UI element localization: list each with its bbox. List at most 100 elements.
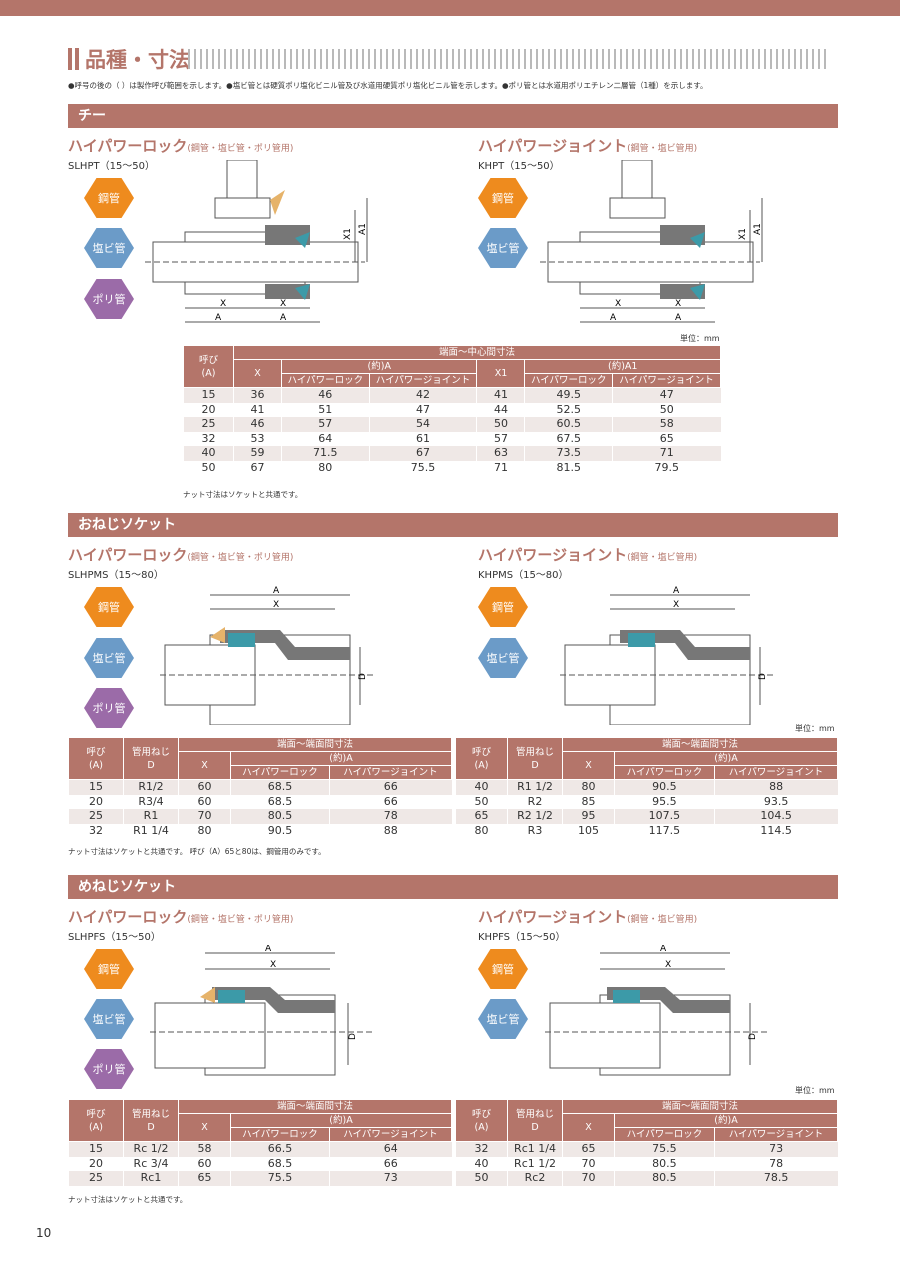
page-heading: 品種・寸法 (85, 48, 190, 72)
dim-label: X1 (738, 228, 748, 240)
dim-label: A (280, 313, 287, 323)
table-cell: 70 (178, 809, 231, 824)
table-cell: 67 (233, 460, 282, 475)
table-cell: 58 (612, 417, 721, 432)
tee-joint-drawing: X X A A X1 A1 (540, 160, 763, 323)
tag-pvc-pipe: 塩ビ管 (478, 228, 528, 268)
dim-label: D (358, 673, 368, 680)
table-cell: 50 (455, 794, 508, 809)
table-cell: R2 1/2 (507, 809, 563, 824)
table-cell: 105 (562, 823, 615, 838)
table-cell: 71.5 (281, 446, 370, 461)
tee-dimension-table: 呼び (A) 端面〜中心間寸法 X (約)A X1 (約)A1 ハイパワーロック… (183, 345, 721, 475)
col-header: ハイパワージョイント (713, 765, 839, 780)
dim-label: X1 (343, 228, 353, 240)
dim-label: A (673, 586, 680, 596)
table-cell: 80.5 (614, 1171, 715, 1186)
table-cell: 68.5 (230, 794, 330, 809)
table-cell: 80 (178, 823, 231, 838)
table-cell: 73.5 (524, 446, 613, 461)
page-title: 品種・寸法 (68, 44, 196, 74)
col-header: (約)A (280, 359, 478, 374)
col-header: ハイパワージョイント (328, 765, 453, 780)
dim-label: A (660, 945, 667, 954)
table-cell: 80 (281, 460, 370, 475)
col-header: ハイパワーロック (230, 1127, 330, 1142)
table-cell: 66 (328, 1156, 452, 1171)
table-cell: 80.5 (230, 809, 330, 824)
table-cell: 95 (562, 809, 615, 824)
col-header: 呼び (A) (68, 1099, 124, 1142)
col-header: 管用ねじ D (123, 1099, 179, 1142)
table-cell: 95.5 (614, 794, 715, 809)
col-header: 管用ねじ D (507, 737, 563, 780)
table-cell: 40 (455, 1156, 508, 1171)
col-header: X (562, 751, 615, 780)
table-cell: 60 (178, 794, 231, 809)
male-socket-table-right: 呼び (A) 管用ねじ D 端面〜端面間寸法 X (約)A ハイパワーロック ハ… (455, 737, 839, 838)
tag-pvc-pipe: 塩ビ管 (478, 999, 528, 1039)
table-cell: 41 (476, 387, 525, 403)
table-cell: 88 (713, 779, 838, 795)
table-cell: 50 (183, 460, 234, 475)
col-header: 端面〜端面間寸法 (562, 1099, 838, 1114)
page-number: 10 (36, 1226, 52, 1240)
dim-label: D (748, 1033, 758, 1040)
model-code: KHPMS（15〜80） (478, 570, 569, 581)
table-cell: 117.5 (614, 823, 715, 838)
col-header: ハイパワージョイント (612, 373, 721, 388)
table-cell: 90.5 (614, 779, 715, 795)
table-cell: R2 (507, 794, 563, 809)
col-header: (約)A (614, 751, 838, 766)
col-header: ハイパワーロック (614, 765, 715, 780)
table-cell: 50 (455, 1171, 508, 1186)
table-cell: Rc1 1/2 (507, 1156, 563, 1171)
table-cell: Rc2 (507, 1171, 563, 1186)
section-header-female-socket: めねじソケット (68, 875, 838, 899)
female-socket-joint-drawing: A X D (545, 945, 770, 1076)
tag-poly-pipe: ポリ管 (84, 1049, 134, 1089)
table-cell: 44 (476, 402, 525, 417)
dim-label: A (215, 313, 222, 323)
tag-steel-pipe: 鋼管 (84, 949, 134, 989)
col-header: 管用ねじ D (123, 737, 179, 780)
table-cell: 65 (562, 1141, 615, 1157)
tag-steel-pipe: 鋼管 (478, 949, 528, 989)
dim-label: X (615, 299, 621, 309)
col-header: 呼び (A) (183, 345, 234, 388)
table-cell: 104.5 (713, 809, 838, 824)
product-title: ハイパワージョイント(鋼管・塩ビ管用) (478, 137, 698, 155)
tag-steel-pipe: 鋼管 (478, 178, 528, 218)
dim-label: A (675, 313, 682, 323)
unit-label: 単位：mm (795, 1086, 835, 1095)
table-cell: 25 (183, 417, 234, 432)
table-cell: 80.5 (614, 1156, 715, 1171)
dim-label: A (610, 313, 617, 323)
table-cell: 57 (476, 431, 525, 446)
table-cell: 64 (281, 431, 370, 446)
section-header-tee: チー (68, 104, 838, 128)
table-cell: 41 (233, 402, 282, 417)
tag-pvc-pipe: 塩ビ管 (84, 638, 134, 678)
section-header-male-socket: おねじソケット (68, 513, 838, 537)
dim-label: X (675, 299, 681, 309)
table-cell: 51 (281, 402, 370, 417)
table-cell: 66.5 (230, 1141, 330, 1157)
product-title: ハイパワージョイント(鋼管・塩ビ管用) (478, 908, 698, 926)
table-cell: 47 (612, 387, 721, 403)
title-tick-rule (188, 49, 828, 69)
dim-label: D (348, 1033, 358, 1040)
table-cell: 65 (612, 431, 721, 446)
dim-label: X (220, 299, 226, 309)
male-socket-lock-drawing: A X D (160, 586, 375, 725)
